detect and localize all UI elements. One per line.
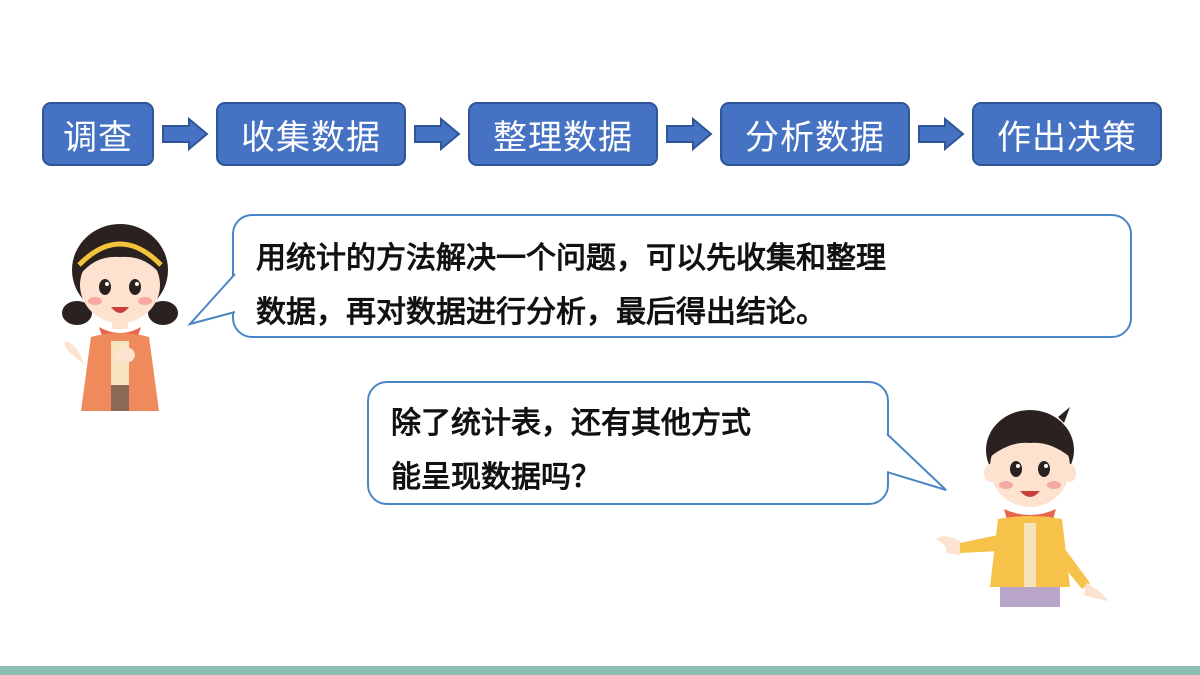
step-organize-data: 整理数据 bbox=[468, 102, 658, 166]
girl-speech-bubble: 用统计的方法解决一个问题，可以先收集和整理 数据，再对数据进行分析，最后得出结论… bbox=[232, 214, 1132, 338]
right-arrow-icon bbox=[910, 102, 972, 166]
right-arrow-icon bbox=[658, 102, 720, 166]
boy-character bbox=[936, 407, 1108, 607]
girl-speech-line-1: 用统计的方法解决一个问题，可以先收集和整理 bbox=[256, 241, 886, 276]
girl-speech-line-2: 数据，再对数据进行分析，最后得出结论。 bbox=[256, 295, 826, 330]
boy-bubble-tail bbox=[886, 433, 947, 491]
girl-bubble-tail bbox=[187, 273, 236, 326]
boy-speech-line-2: 能呈现数据吗？ bbox=[391, 460, 601, 495]
right-arrow-icon bbox=[154, 102, 216, 166]
step-collect-data: 收集数据 bbox=[216, 102, 406, 166]
process-flow: 调查 收集数据 整理数据 分析数据 作出决策 bbox=[42, 102, 1162, 166]
footer-bar bbox=[0, 666, 1200, 675]
boy-speech-line-1: 除了统计表，还有其他方式 bbox=[391, 406, 751, 441]
step-make-decision: 作出决策 bbox=[972, 102, 1162, 166]
right-arrow-icon bbox=[406, 102, 468, 166]
step-survey: 调查 bbox=[42, 102, 154, 166]
girl-character bbox=[62, 224, 178, 411]
boy-speech-bubble: 除了统计表，还有其他方式 能呈现数据吗？ bbox=[367, 381, 889, 505]
step-analyze-data: 分析数据 bbox=[720, 102, 910, 166]
